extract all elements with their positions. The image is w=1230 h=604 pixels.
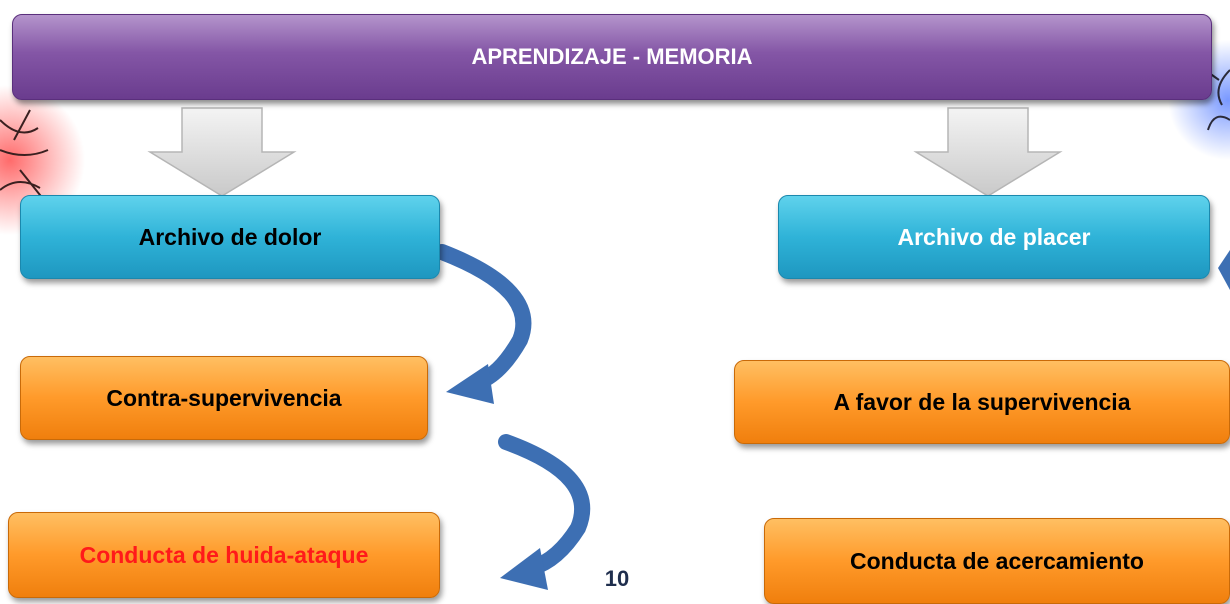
- curved-arrow-1-icon: [434, 244, 532, 404]
- approach-behavior-box: Conducta de acercamiento: [764, 518, 1230, 604]
- pro-survival-box: A favor de la supervivencia: [734, 360, 1230, 444]
- pain-archive-box: Archivo de dolor: [20, 195, 440, 279]
- flight-attack-behavior-box: Conducta de huida-ataque: [8, 512, 440, 598]
- curved-arrow-right-fragment-icon: [1218, 250, 1230, 290]
- curved-arrow-2-icon: [498, 434, 591, 590]
- down-arrow-left-icon: [147, 107, 297, 197]
- pleasure-archive-box: Archivo de placer: [778, 195, 1210, 279]
- page-number: 10: [604, 566, 630, 591]
- down-arrow-right-icon: [913, 107, 1063, 197]
- banner-title: APRENDIZAJE - MEMORIA: [12, 14, 1212, 100]
- anti-survival-box: Contra-supervivencia: [20, 356, 428, 440]
